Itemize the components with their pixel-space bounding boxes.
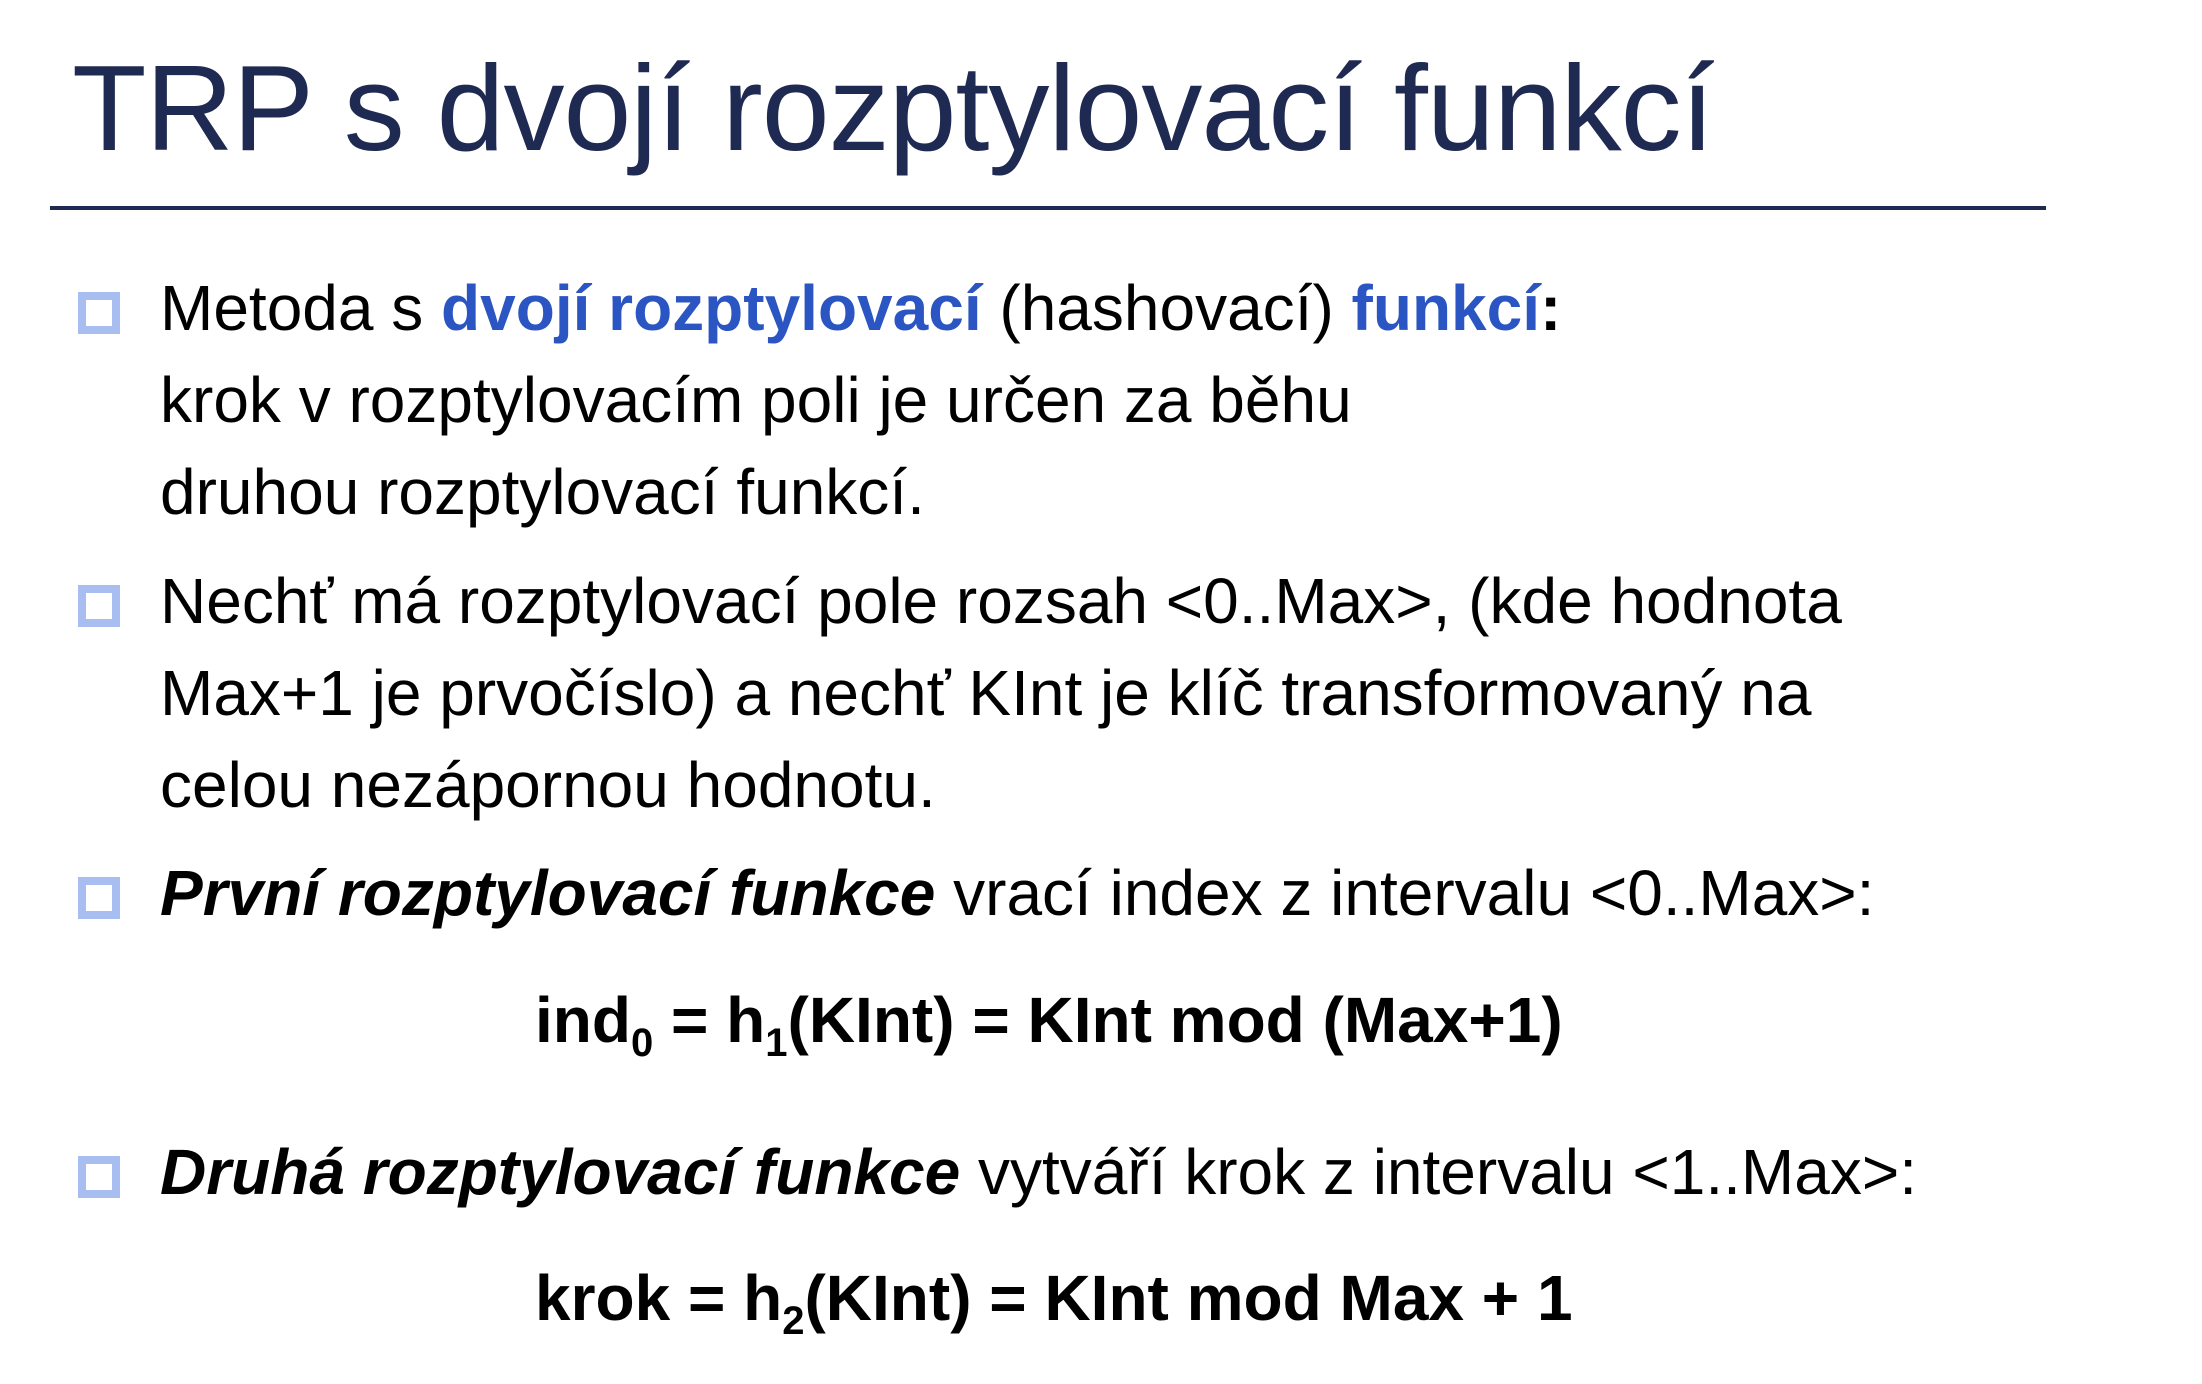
formula-1-lhs: ind bbox=[535, 984, 631, 1056]
formula-1-lhs-sub: 0 bbox=[630, 1021, 654, 1065]
page-title: TRP s dvojí rozptylovací funkcí bbox=[72, 40, 1714, 176]
bullet-4-term: Druhá rozptylovací funkce bbox=[160, 1136, 961, 1208]
bullet-2-line-1: Nechť má rozptylovací pole rozsah <0..Ma… bbox=[160, 565, 1842, 637]
formula-2-h-sub: 2 bbox=[782, 1299, 805, 1343]
title-divider bbox=[50, 206, 2046, 210]
bullet-2-line-3: celou nezápornou hodnotu. bbox=[160, 749, 936, 821]
bullet-1-mid: (hashovací) bbox=[981, 272, 1352, 344]
bullet-square-icon bbox=[78, 1156, 120, 1198]
bullet-1-colon: : bbox=[1540, 272, 1562, 344]
bullet-1-line-2: krok v rozptylovacím poli je určen za bě… bbox=[160, 364, 1352, 436]
bullet-4-line: Druhá rozptylovací funkce vytváří krok z… bbox=[160, 1126, 1917, 1218]
bullet-4-rest: vytváří krok z intervalu <1..Max>: bbox=[960, 1136, 1917, 1208]
bullet-square-icon bbox=[78, 877, 120, 919]
formula-1-eq: = h bbox=[653, 984, 766, 1056]
formula-h2: krok = h2(KInt) = KInt mod Max + 1 bbox=[535, 1258, 1573, 1341]
bullet-3-rest: vrací index z intervalu <0..Max>: bbox=[935, 857, 1875, 929]
bullet-3-term: První rozptylovací funkce bbox=[160, 857, 936, 929]
bullet-2-line-2: Max+1 je prvočíslo) a nechť KInt je klíč… bbox=[160, 657, 1812, 729]
formula-h1: ind0 = h1(KInt) = KInt mod (Max+1) bbox=[535, 980, 1563, 1063]
formula-2-rhs: (KInt) = KInt mod Max + 1 bbox=[804, 1262, 1573, 1334]
formula-1-rhs: (KInt) = KInt mod (Max+1) bbox=[787, 984, 1563, 1056]
bullet-3-line: První rozptylovací funkce vrací index z … bbox=[160, 847, 1874, 939]
bullet-1-line-3: druhou rozptylovací funkcí. bbox=[160, 456, 925, 528]
bullet-1-highlight-2: funkcí bbox=[1351, 272, 1540, 344]
bullet-1-highlight-1: dvojí rozptylovací bbox=[441, 272, 982, 344]
formula-1-h-sub: 1 bbox=[765, 1021, 788, 1065]
formula-2-lhs: krok = h bbox=[535, 1262, 783, 1334]
bullet-1-line-1: Metoda s dvojí rozptylovací (hashovací) … bbox=[160, 262, 1561, 354]
bullet-square-icon bbox=[78, 585, 120, 627]
bullet-1-prefix: Metoda s bbox=[160, 272, 442, 344]
bullet-square-icon bbox=[78, 292, 120, 334]
